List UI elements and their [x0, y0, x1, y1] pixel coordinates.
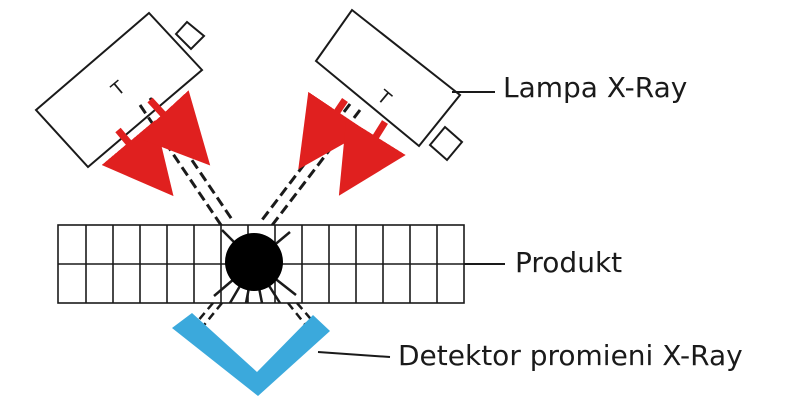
right-arrow-inner: [298, 91, 367, 170]
xray-beams: [138, 97, 362, 229]
right-lamp-body: [314, 8, 462, 148]
left-arrow-inner: [137, 90, 211, 166]
leader-detector: [317, 351, 391, 358]
right-beam-line-2: [260, 103, 352, 221]
left-lamp-body: [34, 11, 204, 169]
left-lamp-cap: [174, 20, 206, 51]
radiation-arrows: [101, 90, 406, 197]
leader-lines: [317, 91, 505, 358]
detected-object: [225, 233, 283, 291]
label-product: Produkt: [515, 246, 623, 279]
right-arrow-outer: [338, 117, 406, 196]
xray-detector: [172, 313, 330, 396]
left-xray-lamp: T: [34, 11, 206, 169]
right-lamp-cap: [428, 125, 464, 162]
label-xray-lamp: Lampa X-Ray: [503, 71, 688, 104]
right-beam-line-1: [268, 109, 362, 229]
label-detector: Detektor promieni X-Ray: [398, 339, 743, 372]
left-arrow-outer: [101, 119, 174, 197]
right-xray-lamp: T: [314, 8, 464, 162]
detector-beams: [191, 302, 317, 331]
